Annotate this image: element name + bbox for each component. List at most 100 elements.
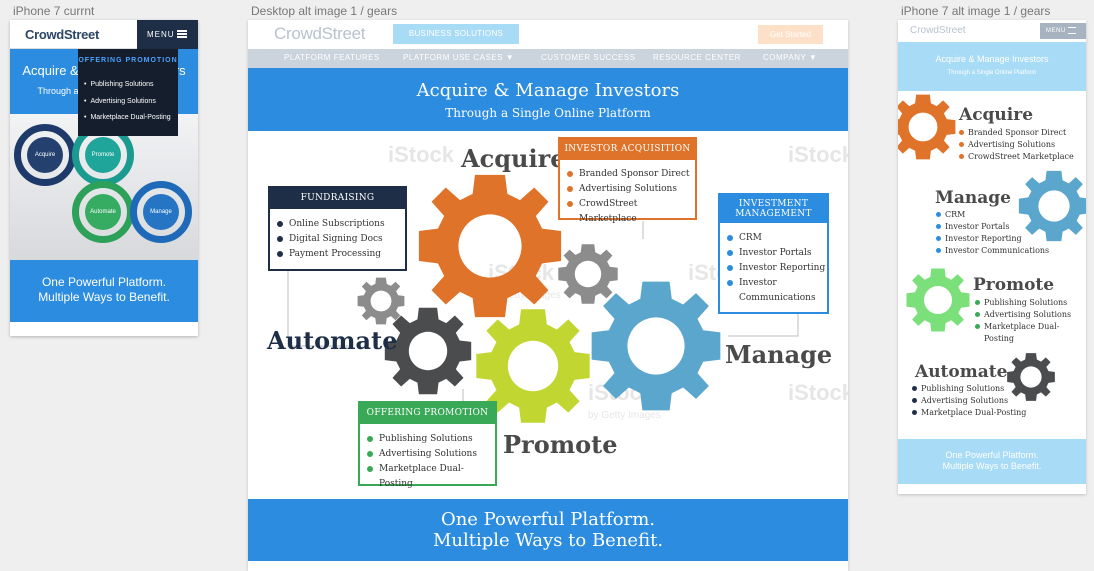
offering-promotion-box: OFFERING PROMOTION Publishing Solutions … xyxy=(358,401,497,489)
menu-label: MENU xyxy=(147,30,175,39)
mobile-header: CrowdStreet MENU xyxy=(10,20,198,49)
dropdown-item[interactable]: Publishing Solutions xyxy=(84,81,171,98)
mobile-gears xyxy=(898,94,1086,401)
nav-customer-success[interactable]: CUSTOMER SUCCESS xyxy=(541,53,636,62)
list-item-continuation: Communications xyxy=(739,293,816,303)
box-title-line-2: MANAGEMENT xyxy=(735,209,812,219)
list-item: Branded Sponsor Direct xyxy=(567,167,695,182)
dropdown-list: Publishing Solutions Advertising Solutio… xyxy=(84,81,171,131)
manage-ring xyxy=(130,181,192,243)
list-item: Digital Signing Docs xyxy=(277,232,405,247)
list-item: Advertising Solutions xyxy=(975,309,1071,321)
hero-banner: Acquire & Manage Investors Through a Sin… xyxy=(898,42,1086,91)
crowdstreet-logo[interactable]: CrowdStreet xyxy=(910,25,966,36)
hero-title: Acquire & Manage Investors xyxy=(935,54,1049,64)
iphone-current-artboard: CrowdStreet MENU Acquire & Manage Invest… xyxy=(10,20,198,336)
hero-title: Acquire & Manage Investors xyxy=(416,80,680,101)
mobile-header: CrowdStreet MENU xyxy=(898,20,1086,42)
promote-list: Publishing Solutions Advertising Solutio… xyxy=(975,297,1071,345)
list-item: CrowdStreet Marketplace xyxy=(959,151,1074,163)
promote-heading: Promote xyxy=(973,275,1055,295)
automate-heading: Automate xyxy=(267,326,398,355)
acquire-heading: Acquire xyxy=(959,105,1034,125)
hero-subtitle: Through a Single Online Platform xyxy=(445,106,651,120)
hamburger-icon xyxy=(1068,27,1076,34)
nav-company[interactable]: COMPANY ▼ xyxy=(763,53,818,62)
list-item: Marketplace Dual-Posting xyxy=(912,407,1026,419)
watermark: iStock xyxy=(788,142,848,167)
dropdown-title: OFFERING PROMOTION xyxy=(78,57,178,64)
manage-circle[interactable]: Manage xyxy=(143,194,179,230)
list-item: Publishing Solutions xyxy=(912,383,1026,395)
list-item: CRM xyxy=(727,231,827,246)
investor-acquisition-box: INVESTOR ACQUISITION Branded Sponsor Dir… xyxy=(558,137,697,224)
promote-circle[interactable]: Promote xyxy=(85,137,121,173)
list-item: Payment Processing xyxy=(277,247,405,262)
desktop-topbar: CrowdStreet BUSINESS SOLUTIONS Get Start… xyxy=(248,20,848,49)
box-title-line-1: INVESTMENT xyxy=(738,199,809,209)
list-item-continuation: Posting xyxy=(984,334,1015,343)
automate-circle[interactable]: Automate xyxy=(85,194,121,230)
box-title: INVESTOR ACQUISITION xyxy=(560,139,695,160)
footer-line-1: One Powerful Platform. xyxy=(41,275,167,289)
business-solutions-button[interactable]: BUSINESS SOLUTIONS xyxy=(393,24,519,44)
acquire-heading: Acquire xyxy=(461,144,566,173)
nav-platform-features[interactable]: PLATFORM FEATURES xyxy=(284,53,380,62)
nav-resource-center[interactable]: RESOURCE CENTER xyxy=(653,53,741,62)
footer-line-2: Multiple Ways to Benefit. xyxy=(38,290,170,304)
manage-list: CRM Investor Portals Investor Reporting … xyxy=(936,209,1049,257)
box-title: INVESTMENT MANAGEMENT xyxy=(720,195,827,223)
watermark-sub: by Getty Images xyxy=(588,410,661,421)
hamburger-icon xyxy=(177,30,187,38)
acquire-list: Branded Sponsor Direct Advertising Solut… xyxy=(959,127,1074,163)
investment-management-box: INVESTMENT MANAGEMENT CRM Investor Porta… xyxy=(718,193,829,314)
menu-button[interactable]: MENU xyxy=(137,20,198,49)
crowdstreet-logo[interactable]: CrowdStreet xyxy=(274,24,366,43)
box-title: FUNDRAISING AUTOMATION xyxy=(270,188,405,224)
list-item: Branded Sponsor Direct xyxy=(959,127,1074,139)
fundraising-automation-box: FUNDRAISING AUTOMATION Online Subscripti… xyxy=(268,186,407,271)
list-item: Advertising Solutions xyxy=(567,182,695,197)
dropdown-item[interactable]: Advertising Solutions xyxy=(84,98,171,115)
nav-platform-use-cases[interactable]: PLATFORM USE CASES ▼ xyxy=(403,53,515,62)
tiny-gray-gear-icon xyxy=(357,277,405,325)
footer-line-1: One Powerful Platform. xyxy=(440,509,656,530)
box-list: Online Subscriptions Digital Signing Doc… xyxy=(270,209,405,262)
small-gray-gear-icon xyxy=(558,244,618,304)
footer-line-1: One Powerful Platform. xyxy=(945,450,1039,460)
footer-line-2: Multiple Ways to Benefit. xyxy=(432,530,664,551)
iphone-alt-artboard: CrowdStreet MENU Acquire & Manage Invest… xyxy=(898,20,1086,494)
list-item: CrowdStreet Marketplace xyxy=(567,197,695,227)
box-list: Publishing Solutions Advertising Solutio… xyxy=(360,424,495,492)
blue-gear-icon xyxy=(591,281,721,411)
menu-label: MENU xyxy=(1046,28,1066,34)
list-item: Advertising Solutions xyxy=(912,395,1026,407)
list-item: Investor Portals xyxy=(936,221,1049,233)
box-title: OFFERING PROMOTION xyxy=(360,403,495,424)
list-item: Publishing Solutions xyxy=(975,297,1071,309)
manage-heading: Manage xyxy=(935,188,1011,208)
list-item: Advertising Solutions xyxy=(367,447,495,462)
main-nav: PLATFORM FEATURES PLATFORM USE CASES ▼ C… xyxy=(248,49,848,68)
menu-button[interactable]: MENU xyxy=(1040,23,1086,39)
list-item: CRM xyxy=(936,209,1049,221)
watermark: iStock xyxy=(788,380,848,405)
green-gear-icon xyxy=(906,268,970,332)
crowdstreet-logo[interactable]: CrowdStreet xyxy=(25,27,99,42)
dropdown-item[interactable]: Marketplace Dual-Posting xyxy=(84,114,170,131)
circle-graphic-area: Acquire Promote Automate Manage xyxy=(10,114,198,260)
box-list: CRM Investor Portals Investor Reporting … xyxy=(720,223,827,306)
list-item: Investor Communications xyxy=(936,245,1049,257)
footer-banner: One Powerful Platform. Multiple Ways to … xyxy=(248,499,848,561)
automate-heading: Automate xyxy=(915,362,1008,382)
watermark: iStock xyxy=(388,142,455,167)
footer-line-2: Multiple Ways to Benefit. xyxy=(942,461,1042,471)
artboard-label-iphone-alt: iPhone 7 alt image 1 / gears xyxy=(901,4,1051,18)
acquire-circle[interactable]: Acquire xyxy=(27,137,63,173)
desktop-artboard: CrowdStreet BUSINESS SOLUTIONS Get Start… xyxy=(248,20,848,571)
orange-gear-icon xyxy=(898,94,956,160)
dark-gear-icon xyxy=(384,307,472,395)
list-item: Investor Portals xyxy=(727,246,827,261)
box-list: Branded Sponsor Direct Advertising Solut… xyxy=(560,160,695,227)
get-started-button[interactable]: Get Started xyxy=(758,25,823,44)
